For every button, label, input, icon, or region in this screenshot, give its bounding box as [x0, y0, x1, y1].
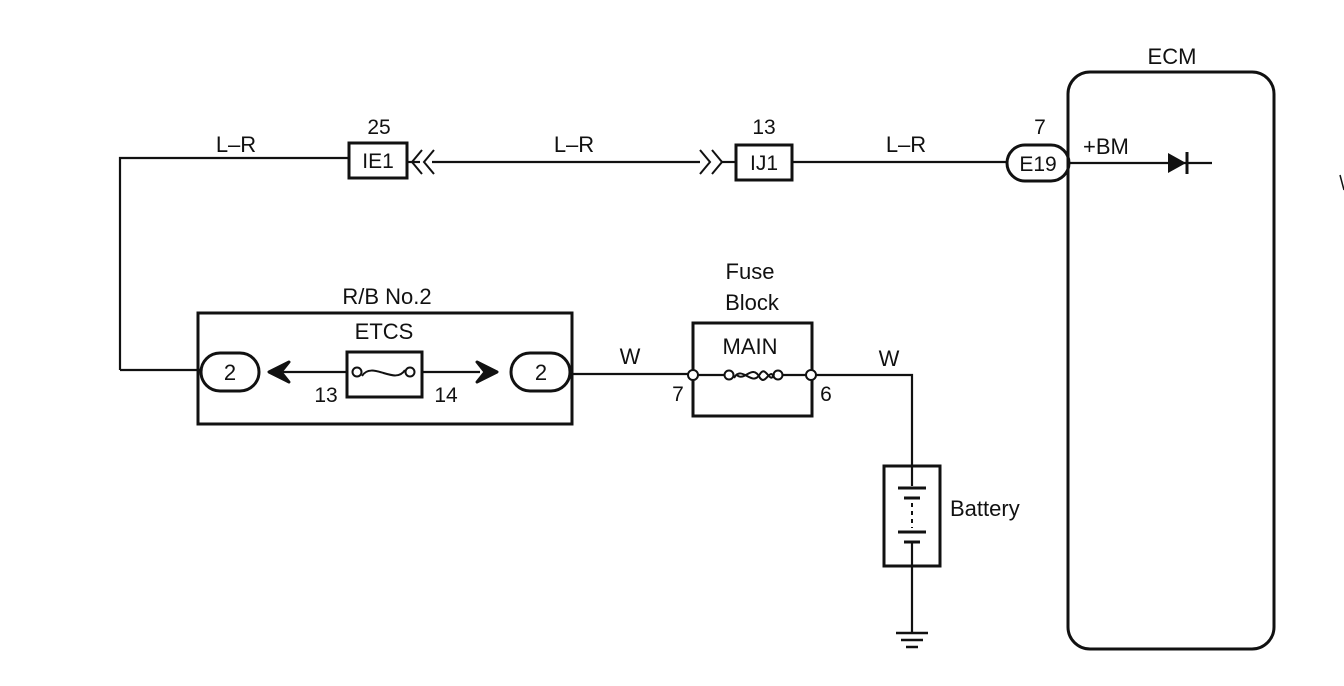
- etcs-fuse-pin-in: 13: [314, 384, 337, 407]
- connector-ie1-name: IE1: [362, 150, 394, 173]
- etcs-fuse: [345, 350, 424, 399]
- connector-ij1-pin: 13: [752, 116, 775, 139]
- relay-block-right-terminal-label: 2: [535, 360, 547, 385]
- ecm-block: [1066, 70, 1276, 651]
- connector-ie1-pin: 25: [367, 116, 390, 139]
- ecm-pin-label: +BM: [1083, 134, 1129, 159]
- ecm-label: ECM: [1148, 44, 1197, 69]
- ground-icon: [896, 631, 928, 649]
- wire-label-w-right: W: [879, 346, 900, 371]
- fuse-block-pin-in: 7: [672, 383, 684, 406]
- wire-label-lr-right: L–R: [886, 132, 926, 157]
- connector-e19-pin: 7: [1034, 116, 1046, 139]
- diode-icon: [1168, 153, 1186, 173]
- relay-block-title: R/B No.2: [342, 284, 431, 309]
- fuse-block-terminal-6: [805, 369, 817, 381]
- battery-label: Battery: [950, 496, 1020, 521]
- wire-label-lr-left: L–R: [216, 132, 256, 157]
- etcs-fuse-contact-left: [351, 366, 363, 378]
- connector-ij1-name: IJ1: [750, 152, 778, 175]
- connector-e19: [1005, 143, 1071, 183]
- connector-ij1: [734, 143, 794, 182]
- connector-ie1-chevron-1: [410, 149, 423, 175]
- wire-w-right: [816, 373, 914, 466]
- main-fuse-label: MAIN: [723, 334, 778, 359]
- relay-block-right-terminal: [509, 351, 572, 393]
- connector-ie1-chevron-2: [422, 149, 435, 175]
- etcs-fuse-element-icon: [361, 369, 406, 377]
- fuse-block-pin-out: 6: [820, 383, 832, 406]
- fuse-block-terminal-7: [687, 369, 699, 381]
- main-fuse-contact-right: [772, 369, 784, 381]
- relay-block-left-chevron: [267, 360, 291, 384]
- connector-ij1-chevron-1: [699, 149, 712, 175]
- connector-ie1: [347, 141, 409, 180]
- etcs-fuse-contact-right: [404, 366, 416, 378]
- top-wire-run: [118, 156, 1007, 372]
- wire-label-lr-mid: L–R: [554, 132, 594, 157]
- etcs-fuse-label: ETCS: [355, 319, 414, 344]
- main-fuse-contact-left: [723, 369, 735, 381]
- main-fuse-element-icon-2: [735, 371, 775, 381]
- fuse-block-title-line2: Block: [725, 290, 780, 315]
- fuse-block-title-line1: Fuse: [726, 259, 775, 284]
- main-fuse-element-icon: [733, 370, 775, 380]
- relay-block-left-terminal: [199, 351, 261, 393]
- relay-block: [196, 311, 574, 426]
- connector-e19-name: E19: [1019, 153, 1056, 176]
- relay-block-left-terminal-label: 2: [224, 360, 236, 385]
- margin-mark: [1339, 174, 1344, 191]
- wire-label-w-left: W: [620, 344, 641, 369]
- connector-ij1-chevron-2: [711, 149, 724, 175]
- relay-block-right-chevron: [475, 360, 499, 384]
- etcs-fuse-pin-out: 14: [434, 384, 458, 407]
